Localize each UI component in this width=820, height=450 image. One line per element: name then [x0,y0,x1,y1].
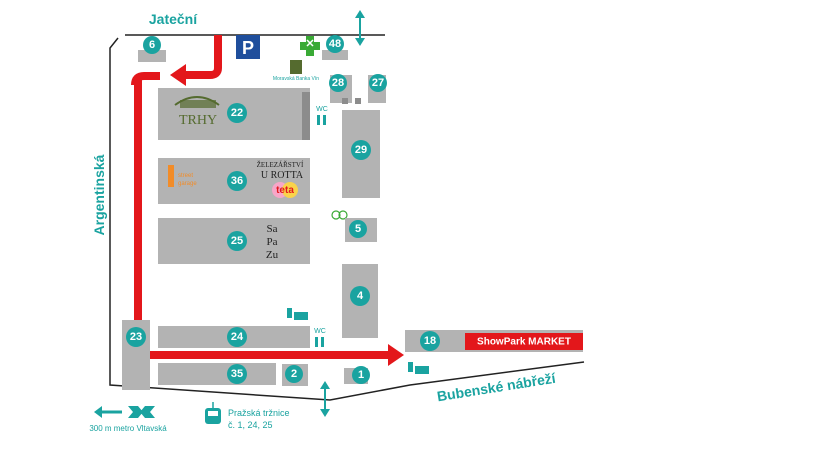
building-36[interactable]: 36 [158,158,310,204]
building-22-number: 22 [231,107,243,119]
building-35[interactable]: 35 [158,363,276,385]
building-1-number: 1 [358,369,364,381]
building-1[interactable]: 1 [344,366,370,384]
metro-icon [128,406,155,418]
entrance-arrow-bottom [320,381,330,417]
building-25[interactable]: 25 [158,218,310,264]
building-22[interactable]: 22 [158,88,310,140]
sapa-logo: Sa Pa Zu [266,223,279,261]
street-bubenske-nabrezi: Bubenské nábřeží [436,370,558,405]
pharmacy-cross-icon [300,36,320,56]
wc-label-2: WC [314,328,326,335]
street-garage-logo: street garage [168,165,197,187]
building-6[interactable]: 6 [138,36,166,62]
metro-direction-arrow-icon [94,406,122,418]
building-5[interactable]: 5 [345,218,377,242]
building-28-number: 28 [332,77,344,89]
street-jatecni: Jateční [149,11,198,27]
building-18-number: 18 [424,335,436,347]
sapa-text-2: Pa [267,236,278,248]
wine-cellar-logo: Moravská Banka Vín [273,60,319,82]
building-23[interactable]: 23 [122,320,150,390]
building-35-number: 35 [231,368,243,380]
building-24[interactable]: 24 [158,326,310,348]
building-48-number: 48 [329,38,341,50]
street-argentinska: Argentinská [91,154,107,235]
building-5-number: 5 [355,223,361,235]
building-24-number: 24 [231,331,244,343]
metro-distance-label: 300 m metro Vltavská [89,424,167,433]
route-arrowhead-right [388,344,404,366]
atm-icon [287,308,308,320]
trhy-logo: TRHY [174,96,220,128]
entrance-arrow-top [355,10,365,46]
building-25-number: 25 [231,235,243,247]
sapa-text-3: Zu [266,249,279,261]
building-4[interactable]: 4 [342,264,378,338]
tram-stop-name: Pražská tržnice [228,408,290,418]
entry-route-arrow [180,35,222,79]
garage-text-bottom: garage [178,181,197,187]
building-28[interactable]: 28 [329,74,352,103]
u-rotta-text: U ROTTA [261,170,304,181]
building-6-number: 6 [149,39,155,51]
garage-text-top: street [178,173,193,179]
building-4-number: 4 [357,290,364,302]
wc-sign-1: WC [316,106,328,125]
building-36-number: 36 [231,175,243,187]
zelezarstvi-text: ŽELEZÁŘSTVÍ [257,161,304,169]
atm-icon-2 [408,362,429,374]
tram-icon [205,402,221,424]
sapa-text-1: Sa [267,223,278,235]
parking-sign: P [236,35,260,59]
wc-sign-2: WC [314,328,326,347]
building-27[interactable]: 27 [368,74,387,103]
wine-cellar-label: Moravská Banka Vín [273,76,319,82]
parking-letter: P [242,38,254,58]
wc-label-1: WC [316,106,328,113]
building-29[interactable]: 29 [342,110,380,198]
teta-logo: teta [272,182,298,198]
building-29-number: 29 [355,144,367,156]
teta-text: teta [276,185,294,196]
showpark-market-text: ShowPark MARKET [477,337,571,348]
building-2[interactable]: 2 [282,364,308,386]
trhy-text: TRHY [179,113,217,128]
ring-logo [331,210,348,220]
building-23-number: 23 [130,331,142,343]
building-2-number: 2 [291,368,297,380]
route-arrowhead-left [170,64,186,86]
zelezarstvi-logo: ŽELEZÁŘSTVÍ U ROTTA [257,161,304,181]
showpark-market-label: ShowPark MARKET [465,333,583,350]
building-48[interactable]: 48 [322,35,348,60]
tram-lines: č. 1, 24, 25 [228,420,273,430]
building-27-number: 27 [372,77,384,89]
